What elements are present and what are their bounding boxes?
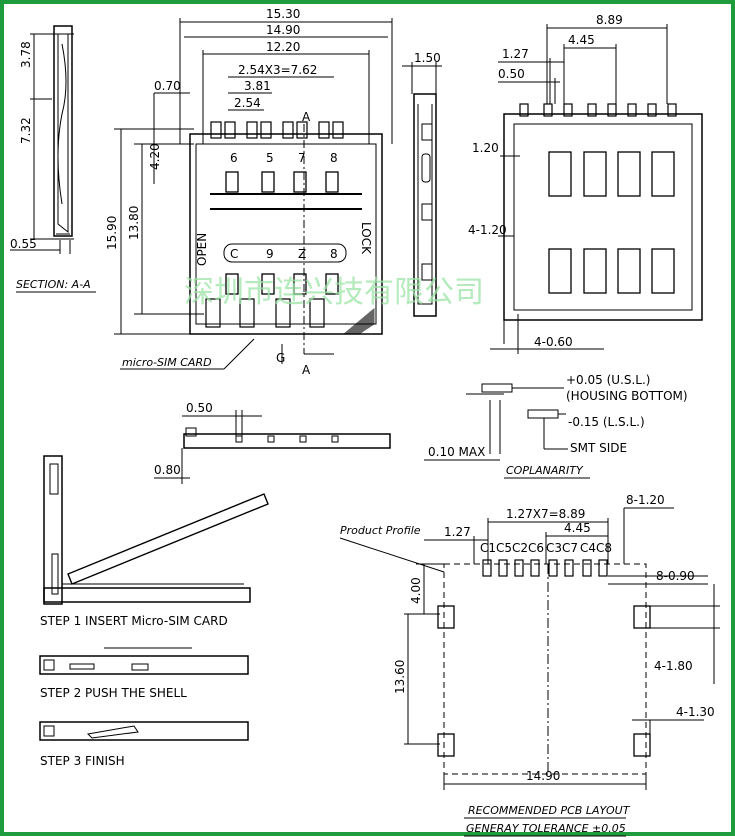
pcb-dim-4-1-80: 4-1.80 [654,659,693,673]
micro-sim-card-label: micro-SIM CARD [122,356,212,369]
bottom-dim-4-45: 4.45 [568,33,595,47]
pcb-layout: 1.27X7=8.89 4.45 1.27 Product Profile 8-… [339,493,720,837]
coplanarity-housing: (HOUSING BOTTOM) [566,389,688,403]
section-dim-mid: 7.32 [19,117,33,144]
bottom-view: 8.89 4.45 1.27 0.50 1.20 4-1.20 4-0.60 [468,13,703,354]
pcb-dim-4-1-30: 4-1.30 [676,705,715,719]
pcb-dim-8-0-90: 8-0.90 [656,569,695,583]
pcb-layout-title: RECOMMENDED PCB LAYOUT [468,804,631,817]
pcb-dim-1-27x7: 1.27X7=8.89 [506,507,585,521]
section-mark-a-top: A [302,110,311,124]
coplanarity-lsl: -0.15 (L.S.L.) [568,415,645,429]
dim-13-80: 13.80 [127,206,141,240]
open-label: OPEN [195,233,209,266]
pcb-dim-4-45: 4.45 [564,521,591,535]
dim-4-20: 4.20 [148,143,162,170]
front-dim-0-50: 0.50 [186,401,213,415]
pin-c1: C1 [480,541,496,555]
company-watermark: 深圳市连兴技有限公司 [184,275,484,310]
section-dim-top: 3.78 [19,41,33,68]
g-mark: G [276,351,285,365]
pin-c7: C7 [562,541,578,555]
section-mark-a-bottom: A [302,363,311,377]
contact-bottom-1: C [230,247,238,261]
front-dim-0-80: 0.80 [154,463,181,477]
contact-top-4: 8 [330,151,338,165]
section-dim-bottom: 0.55 [10,237,37,251]
pcb-dim-8-1-20: 8-1.20 [626,493,665,507]
section-title: SECTION: A-A [16,278,91,291]
pcb-tolerance: GENERAY TOLERANCE ±0.05 [466,822,626,835]
front-view: 0.50 0.80 [154,401,391,484]
contact-top-1: 6 [230,151,238,165]
bottom-dim-8-89: 8.89 [596,13,623,27]
pcb-dim-14-90: 14.90 [526,769,560,783]
step-2-label: STEP 2 PUSH THE SHELL [40,686,187,700]
bottom-dim-0-50: 0.50 [498,67,525,81]
bottom-dim-1-27: 1.27 [502,47,529,61]
dim-15-30: 15.30 [266,7,300,21]
pin-c5: C5 [496,541,512,555]
contact-top-2: 5 [266,151,274,165]
pin-c8: C8 [596,541,612,555]
coplanarity-title: COPLANARITY [506,464,584,477]
step-3-label: STEP 3 FINISH [40,754,125,768]
bottom-dim-1-20: 1.20 [472,141,499,155]
bottom-dim-4-1-20: 4-1.20 [468,223,507,237]
lock-label: LOCK [359,222,373,255]
coplanarity-smt: SMT SIDE [570,441,627,455]
pin-c3: C3 [546,541,562,555]
contact-bottom-2: 9 [266,247,274,261]
dim-2-54: 2.54 [234,96,261,110]
dim-7-62: 2.54X3=7.62 [238,63,317,77]
dim-15-90: 15.90 [105,216,119,250]
coplanarity-usl: +0.05 (U.S.L.) [566,373,650,387]
step-1-label: STEP 1 INSERT Micro-SIM CARD [40,614,228,628]
step-1-diagram: STEP 1 INSERT Micro-SIM CARD [40,455,269,628]
product-profile-label: Product Profile [340,524,421,537]
dim-0-70: 0.70 [154,79,181,93]
technical-drawing: 3.78 7.32 0.55 SECTION: A-A 15.30 14.90 … [10,7,720,837]
bottom-dim-4-0-60: 4-0.60 [534,335,573,349]
coplanarity: +0.05 (U.S.L.) (HOUSING BOTTOM) -0.15 (L… [424,373,688,479]
pin-c2: C2 [512,541,528,555]
pcb-dim-13-60: 13.60 [393,660,407,694]
dim-3-81: 3.81 [244,79,271,93]
contact-bottom-3: Z [298,247,306,261]
step-2-diagram: STEP 2 PUSH THE SHELL [39,647,249,700]
pin-c6: C6 [528,541,544,555]
side-view: 1.50 [402,51,442,317]
pcb-dim-4-00: 4.00 [409,577,423,604]
contact-top-3: 7 [298,151,306,165]
side-dim-1-50: 1.50 [414,51,441,65]
coplanarity-max: 0.10 MAX [428,445,485,459]
dim-14-90: 14.90 [266,23,300,37]
dim-12-20: 12.20 [266,40,300,54]
step-3-diagram: STEP 3 FINISH [39,721,249,768]
top-view: 15.30 14.90 12.20 2.54X3=7.62 3.81 2.54 … [105,7,393,377]
section-a-a: 3.78 7.32 0.55 SECTION: A-A [10,25,96,293]
contact-bottom-4: 8 [330,247,338,261]
pcb-dim-1-27: 1.27 [444,525,471,539]
pin-c4: C4 [580,541,596,555]
